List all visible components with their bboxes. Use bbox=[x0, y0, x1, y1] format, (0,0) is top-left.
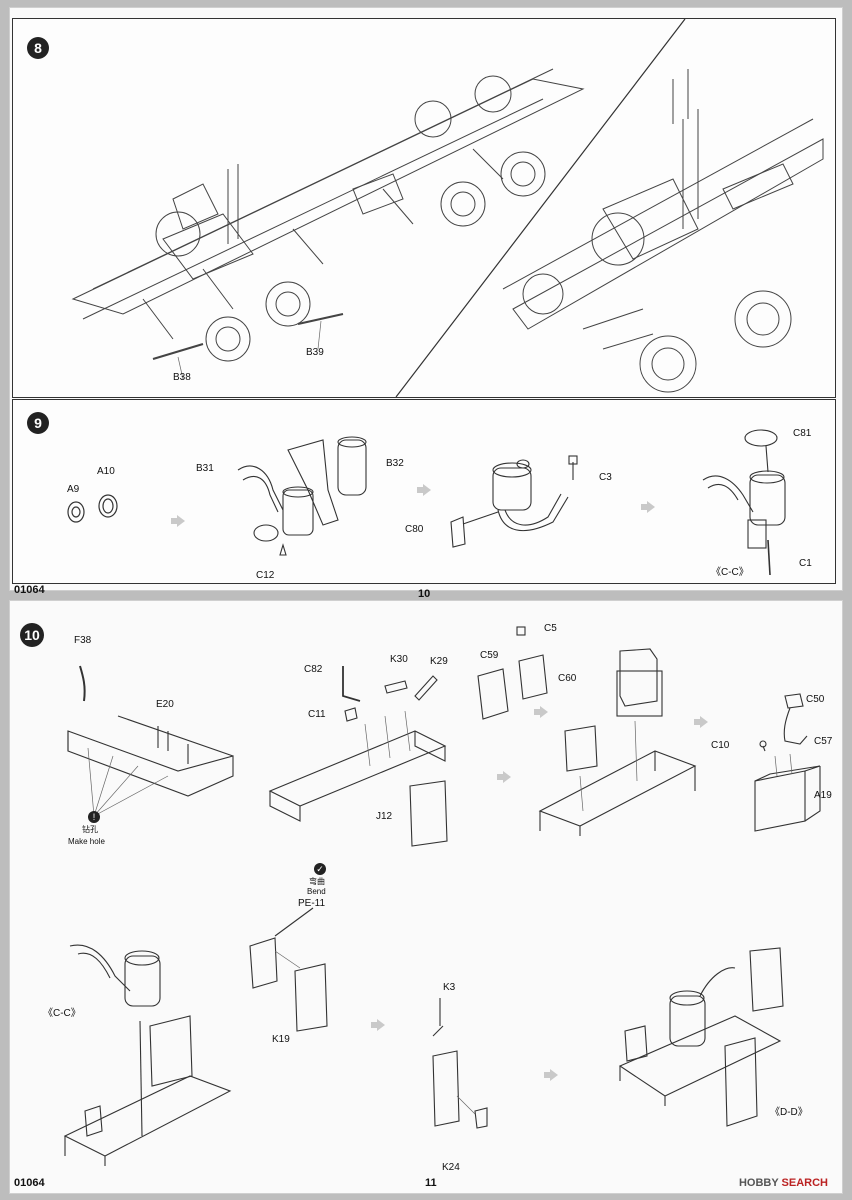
flow-arrow-icon bbox=[534, 706, 548, 718]
flow-arrow-icon bbox=[544, 1069, 558, 1081]
step-9-badge: 9 bbox=[27, 412, 49, 434]
flow-arrow-icon bbox=[694, 716, 708, 728]
step-8-divider bbox=[395, 18, 686, 398]
bend-icon: ✓ bbox=[314, 863, 326, 875]
step-10-badge: 10 bbox=[20, 623, 44, 647]
label-bend-en: Bend bbox=[307, 887, 326, 896]
label-f38: F38 bbox=[74, 635, 92, 646]
view-label-cc: 《C-C》 bbox=[711, 567, 749, 578]
tray-e20-drawing bbox=[67, 665, 234, 817]
label-make-hole-en: Make hole bbox=[68, 837, 105, 846]
manual-page-11: 10 F38 E20 ! 钻孔 Make hole C82 K30 bbox=[10, 601, 842, 1193]
flow-arrow-icon bbox=[171, 515, 185, 527]
kit-code: 01064 bbox=[14, 584, 45, 596]
label-c81: C81 bbox=[793, 428, 812, 439]
flow-arrow-icon bbox=[417, 484, 431, 496]
label-b38: B38 bbox=[173, 372, 191, 383]
label-c1: C1 bbox=[799, 558, 812, 569]
step-8-badge: 8 bbox=[27, 37, 49, 59]
view-label-cc: 《C-C》 bbox=[43, 1008, 81, 1019]
label-c50: C50 bbox=[806, 694, 825, 705]
label-a9: A9 bbox=[67, 484, 80, 495]
label-a10: A10 bbox=[97, 466, 115, 477]
label-k24: K24 bbox=[442, 1162, 460, 1173]
battery-box-drawing bbox=[477, 626, 548, 720]
label-bend-cn: 弯曲 bbox=[309, 877, 325, 886]
watermark-logo: HOBBY SEARCH bbox=[739, 1177, 828, 1189]
label-c82: C82 bbox=[304, 664, 323, 675]
page-number: 10 bbox=[418, 588, 431, 600]
label-j12: J12 bbox=[376, 811, 393, 822]
chassis-drawing-right bbox=[502, 69, 824, 393]
kit-code: 01064 bbox=[14, 1177, 45, 1189]
flow-arrow-icon bbox=[641, 501, 655, 513]
cc-assembly-drawing bbox=[63, 944, 232, 1166]
frame-with-boxes-drawing bbox=[538, 648, 697, 836]
flow-arrow-icon bbox=[497, 771, 511, 783]
plate-j12-drawing bbox=[268, 666, 448, 847]
watermark-brand: HOBBY bbox=[738, 1177, 779, 1189]
view-label-dd: 《D-D》 bbox=[770, 1107, 808, 1118]
label-k19: K19 bbox=[272, 1034, 290, 1045]
watermark-suffix: SEARCH bbox=[781, 1177, 828, 1189]
drill-hole-icon: ! bbox=[88, 811, 100, 823]
panel-k3-k24-drawing bbox=[432, 998, 488, 1129]
manual-page-10: 8 bbox=[10, 8, 842, 600]
label-c57: C57 bbox=[814, 736, 833, 747]
label-b31: B31 bbox=[196, 463, 214, 474]
label-k29: K29 bbox=[430, 656, 448, 667]
a19-box-drawing bbox=[754, 693, 821, 832]
flow-arrow-icon bbox=[371, 1019, 385, 1031]
step-9-panel: 9 A9 A10 B31 B32 bbox=[12, 399, 836, 584]
label-k3: K3 bbox=[443, 982, 456, 993]
label-c80: C80 bbox=[405, 524, 424, 535]
label-c5: C5 bbox=[544, 623, 557, 634]
air-filter-assembly-1 bbox=[237, 436, 367, 556]
chassis-drawing-left bbox=[71, 68, 585, 380]
dd-assembly-drawing bbox=[618, 947, 784, 1127]
bracket-k19-drawing bbox=[249, 907, 328, 1032]
label-e20: E20 bbox=[156, 699, 174, 710]
label-k30: K30 bbox=[390, 654, 408, 665]
air-filter-assembly-2 bbox=[450, 455, 578, 548]
label-pe11: PE-11 bbox=[298, 898, 326, 909]
air-filter-assembly-3 bbox=[702, 429, 786, 576]
step-8-panel: 8 bbox=[12, 18, 836, 398]
ring-parts-drawing bbox=[67, 494, 118, 523]
label-c10: C10 bbox=[711, 740, 730, 751]
page-number: 11 bbox=[425, 1177, 437, 1189]
label-make-hole-cn: 钻孔 bbox=[82, 825, 98, 834]
label-b39: B39 bbox=[306, 347, 324, 358]
label-b32: B32 bbox=[386, 458, 404, 469]
label-c60: C60 bbox=[558, 673, 577, 684]
label-c3: C3 bbox=[599, 472, 612, 483]
label-c12: C12 bbox=[256, 570, 275, 581]
label-c11: C11 bbox=[308, 709, 326, 720]
label-a19: A19 bbox=[814, 790, 832, 801]
label-c59: C59 bbox=[480, 650, 499, 661]
